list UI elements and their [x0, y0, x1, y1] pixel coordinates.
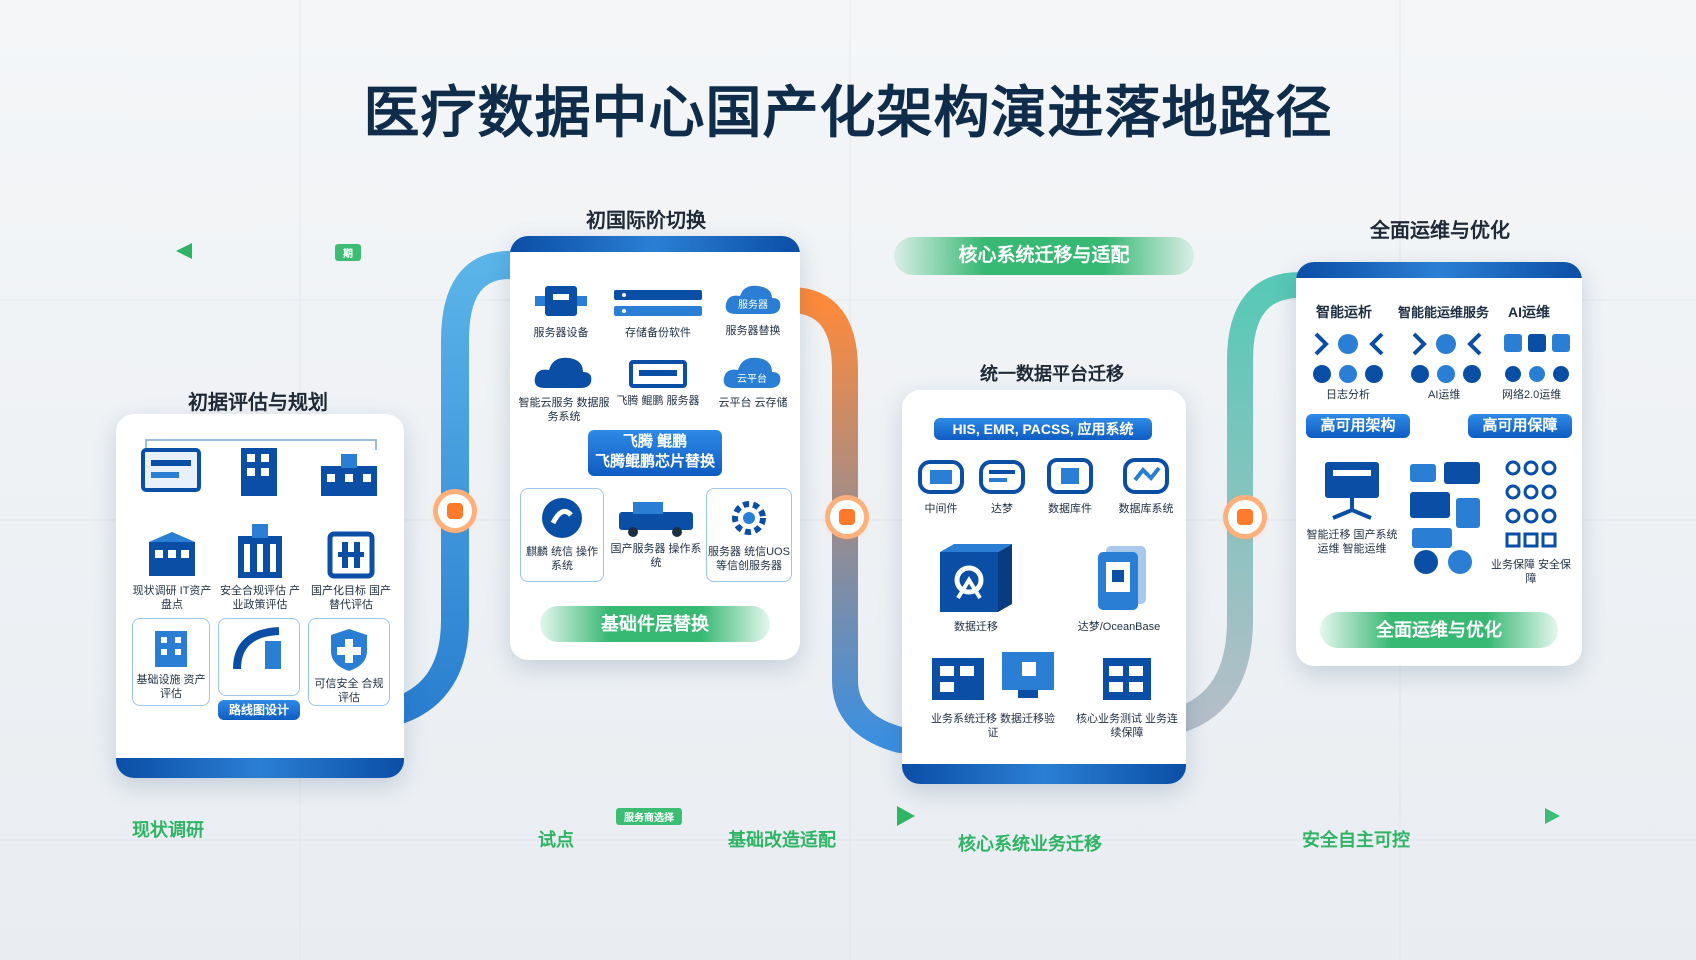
stage4-header-3: AI运维: [1508, 304, 1550, 320]
stage2-tag-cloud: 云平台: [737, 372, 767, 385]
stage1-bracket: [145, 439, 377, 450]
stage2-item-os2: 国产服务器 操作系统: [606, 498, 706, 570]
stage1-icon-factory: [314, 450, 384, 498]
stage1-panel: 现状调研 IT资产盘点 安全合规评估 产业政策评估 国产化目标 国产替代评估 基…: [116, 414, 404, 778]
connector-dot-2: [830, 500, 864, 534]
stage2-tag-server: 服务器: [738, 298, 768, 311]
timeline-step-6: 安全自主可控: [1302, 830, 1410, 850]
stage1-item-compliance: 安全合规评估 产业政策评估: [216, 522, 304, 612]
stage4-item-guarantee: 业务保障 安全保障: [1486, 458, 1576, 586]
stage2-panel: 服务器设备 存储备份软件 服务器 服务器替换 智能云服务 数据服务系统 飞腾 鲲…: [510, 236, 800, 660]
stage4-header-2: 智能能运维服务: [1398, 305, 1490, 320]
stage4-ops-cluster: [1410, 462, 1480, 574]
stage4-sublabel-2: AI运维: [1428, 389, 1461, 401]
roadmap-design-button[interactable]: 路线图设计: [218, 700, 300, 720]
stage3-item-dbsys: 数据库系统: [1108, 456, 1184, 516]
stage3-label: 核心系统迁移与适配: [894, 237, 1194, 275]
stage2-band: 基础件层替换: [540, 606, 770, 642]
stage4-icons-log: [1313, 332, 1384, 383]
stage3-header-bar: HIS, EMR, PACSS, 应用系统: [934, 418, 1152, 440]
stage1-label: 初据评估与规划: [188, 392, 328, 414]
stage1-box-infra: 基础设施 资产评估: [132, 618, 210, 706]
stage2-item-server-replace: 服务器 服务器替换: [710, 280, 796, 338]
stage2-item-cloud-service: 智能云服务 数据服务系统: [518, 352, 610, 424]
stage4-label: 全面运维与优化: [1370, 220, 1510, 242]
stage2-item-server: 服务器设备: [518, 280, 604, 340]
stage4-band: 全面运维与优化: [1320, 612, 1558, 648]
pipe-1: [386, 251, 524, 724]
stage1-item-survey: 现状调研 IT资产盘点: [132, 532, 212, 612]
connector-dot-1: [438, 494, 472, 528]
page-title: 医疗数据中心国产化架构演进落地路径: [363, 81, 1333, 144]
top-arrow-head: [176, 243, 192, 259]
stage4-panel: 智能运析 智能能运维服务 AI运维 日志分析 AI运维 网络2.0运维 高可用架…: [1296, 262, 1582, 666]
stage4-pill-arch: 高可用架构: [1306, 414, 1410, 438]
stage3-item-dameng: 达梦: [972, 456, 1032, 516]
stage3-panel: HIS, EMR, PACSS, 应用系统 中间件 达梦 数据库件 数据库系统 …: [902, 390, 1186, 784]
stage1-box-security: 可信安全 合规评估: [308, 618, 390, 706]
stage4-sublabel-3: 网络2.0运维: [1502, 389, 1562, 401]
timeline-step-1: 现状调研: [132, 820, 204, 840]
stage2-item-feiteng: 飞腾 鲲鹏 服务器: [610, 358, 706, 408]
stage3-item-migration: 数据迁移: [928, 542, 1024, 634]
stage4-icons-net: [1504, 334, 1570, 382]
stage3-header-label: 统一数据平台迁移: [980, 364, 1124, 384]
connector-dot-3: [1228, 500, 1262, 534]
stage1-box-roadmap: [218, 618, 300, 696]
stage2-label: 初国际阶切换: [586, 210, 706, 232]
stage4-item-migration: 智能迁移 国产系统运维 智能运维: [1302, 458, 1402, 556]
stage3-item-bizmigrate: 业务系统迁移 数据迁移验证: [928, 648, 1058, 740]
top-arrow-tag: 期: [335, 244, 361, 261]
stage2-center-box: 飞腾 鲲鹏 飞腾鲲鹏芯片替换: [588, 430, 722, 476]
stage1-icon-building: [224, 442, 294, 500]
stage3-item-middleware: 中间件: [906, 456, 976, 516]
stage4-pill-guarantee: 高可用保障: [1468, 414, 1572, 438]
stage3-item-bizcontinuity: 核心业务测试 业务连续保障: [1072, 648, 1182, 740]
timeline-step-2: 服务商选择: [616, 808, 682, 825]
stage3-item-dbcomp: 数据库件: [1032, 456, 1108, 516]
stage3-item-oceanbase: 达梦/OceanBase: [1064, 542, 1174, 634]
stage2-box-os1: 麒麟 统信 操作系统: [520, 488, 604, 582]
stage4-header-1: 智能运析: [1316, 304, 1372, 320]
timeline-step-5: 核心系统业务迁移: [958, 834, 1102, 854]
stage1-item-target: 国产化目标 国产替代评估: [306, 526, 396, 612]
stage4-sublabel-1: 日志分析: [1326, 389, 1370, 401]
timeline-step-3: 试点: [538, 830, 574, 850]
stage2-box-uos: 服务器 统信UOS 等信创服务器: [706, 488, 792, 582]
pipe-2: [777, 287, 913, 753]
stage4-icons-ai: [1411, 332, 1482, 383]
stage2-item-storage: 存储备份软件: [606, 286, 710, 340]
stage2-item-cloud-platform: 云平台 云平台 云存储: [708, 352, 798, 410]
stage1-icon-monitor: [136, 446, 206, 498]
pipe-3: [1167, 272, 1313, 733]
timeline-step-4: 基础改造适配: [728, 830, 836, 850]
